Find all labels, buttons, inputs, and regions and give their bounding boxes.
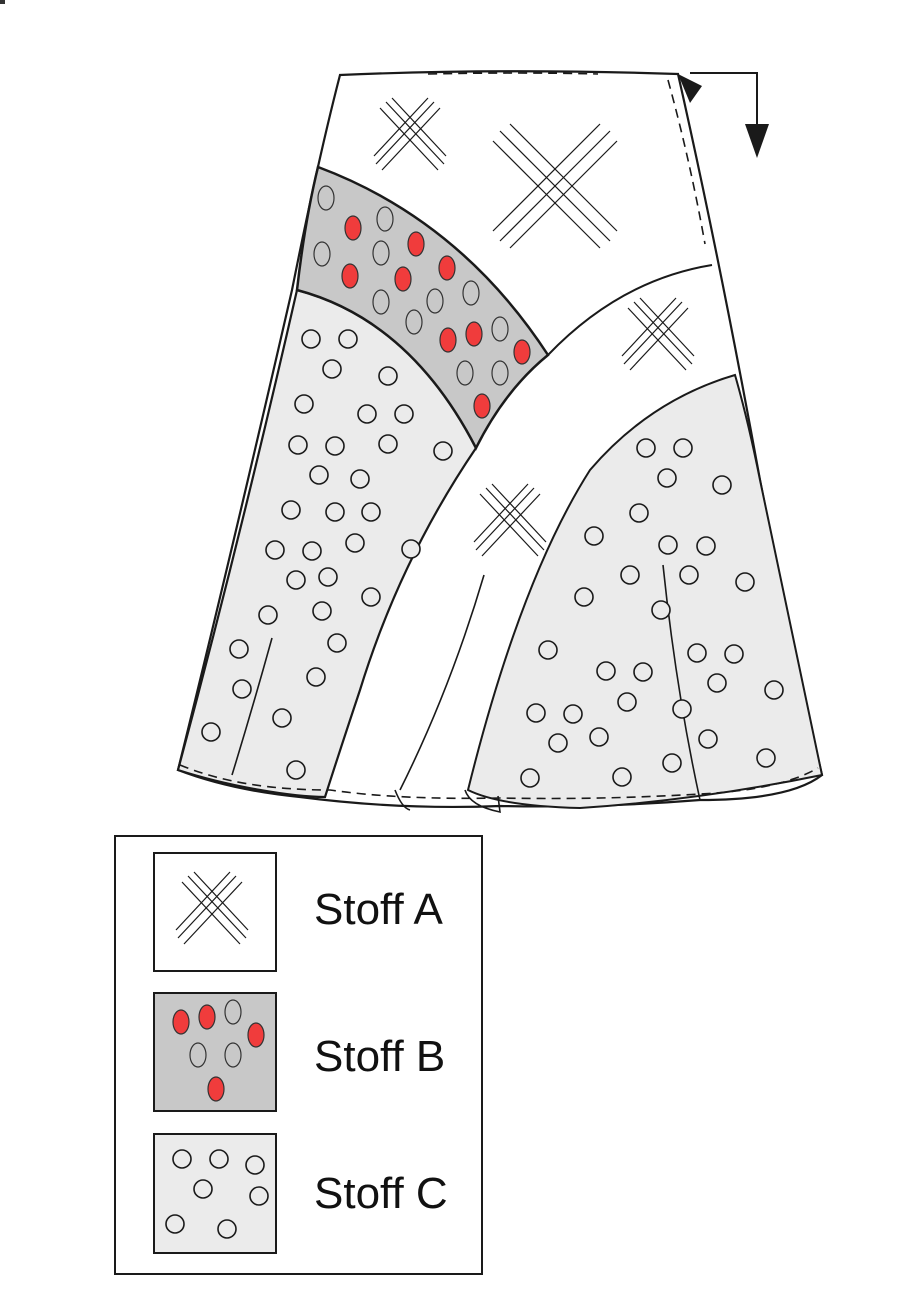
fabric-c-dot: [735, 572, 755, 592]
dart-left: [231, 637, 273, 776]
band-ovals: [313, 185, 531, 419]
fabric-c-dot: [338, 329, 358, 349]
fabric-c-dot: [378, 366, 398, 386]
legend-label-stoff-b: Stoff B: [314, 1032, 446, 1081]
right-panel-circles: [520, 438, 784, 788]
fabric-c-dot: [617, 692, 637, 712]
fabric-c-dot: [265, 540, 285, 560]
fabric-c-dot: [286, 760, 306, 780]
fabric-c-dot: [232, 679, 252, 699]
fabric-c-dot: [548, 733, 568, 753]
fabric-c-dot: [698, 729, 718, 749]
waist-stitch: [427, 72, 599, 75]
fabric-c-dot: [322, 359, 342, 379]
fabric-c-dot: [401, 539, 421, 559]
fabric-c-dot: [707, 673, 727, 693]
panel-right-fabric-c: [466, 373, 824, 810]
fabric-c-dot: [687, 643, 707, 663]
legend-swatch-stoff-c: [153, 1133, 277, 1254]
fabric-c-dot: [629, 503, 649, 523]
fold-arrow-icon: [678, 72, 769, 158]
fabric-c-dot: [201, 722, 221, 742]
side-stitch: [667, 79, 706, 245]
fabric-c-dot: [312, 601, 332, 621]
fabric-c-dot: [361, 587, 381, 607]
fabric-c-dot: [301, 329, 321, 349]
fabric-c-dot: [596, 661, 616, 681]
fabric-c-dot: [724, 644, 744, 664]
hem-stitch: [179, 764, 819, 800]
legend-swatch-stoff-b: [153, 992, 277, 1112]
fabric-c-dot: [651, 600, 671, 620]
fabric-c-dot: [563, 704, 583, 724]
fabric-c-dot: [325, 502, 345, 522]
fabric-c-dot: [272, 708, 292, 728]
fabric-c-dot: [657, 468, 677, 488]
legend-label-stoff-c: Stoff C: [314, 1169, 448, 1218]
fabric-c-dot: [679, 565, 699, 585]
corner-mark: [0, 0, 5, 4]
fabric-c-dot: [327, 633, 347, 653]
fabric-c-dot: [696, 536, 716, 556]
fabric-c-dot: [574, 587, 594, 607]
fabric-c-dot: [302, 541, 322, 561]
fabric-c-dot: [294, 394, 314, 414]
fabric-c-dot: [306, 667, 326, 687]
hem-fold: [394, 789, 501, 814]
fabric-c-dot: [433, 441, 453, 461]
fabric-c-dot: [633, 662, 653, 682]
fabric-c-dot: [288, 435, 308, 455]
fabric-c-dot: [612, 767, 632, 787]
fabric-c-dot: [584, 526, 604, 546]
fabric-c-dot: [325, 436, 345, 456]
dart-right: [662, 564, 701, 801]
fabric-c-dot: [526, 703, 546, 723]
fabric-c-dot: [756, 748, 776, 768]
fabric-c-dot: [538, 640, 558, 660]
fabric-c-dot: [589, 727, 609, 747]
fabric-c-dot: [658, 535, 678, 555]
legend-label-stoff-a: Stoff A: [314, 885, 443, 934]
band-fabric-b: [295, 165, 550, 451]
fabric-c-dot: [229, 639, 249, 659]
seam-inner-white: [399, 574, 485, 791]
fabric-c-dot: [620, 565, 640, 585]
fabric-c-dot: [394, 404, 414, 424]
fabric-c-dot: [672, 699, 692, 719]
fabric-c-dot: [286, 570, 306, 590]
fabric-c-dot: [378, 434, 398, 454]
legend-swatch-stoff-a: [153, 852, 277, 972]
fabric-c-dot: [309, 465, 329, 485]
fabric-c-dot: [764, 680, 784, 700]
fabric-c-dot: [345, 533, 365, 553]
left-panel-circles: [201, 329, 453, 780]
fabric-c-dot: [636, 438, 656, 458]
fabric-c-dot: [350, 469, 370, 489]
fabric-c-dot: [712, 475, 732, 495]
fabric-c-dot: [281, 500, 301, 520]
fabric-c-dot: [520, 768, 540, 788]
fabric-c-dot: [318, 567, 338, 587]
seam-upper: [547, 264, 713, 356]
fabric-c-dot: [258, 605, 278, 625]
fabric-c-dot: [673, 438, 693, 458]
fabric-c-dot: [662, 753, 682, 773]
fabric-c-dot: [361, 502, 381, 522]
fabric-c-dot: [357, 404, 377, 424]
